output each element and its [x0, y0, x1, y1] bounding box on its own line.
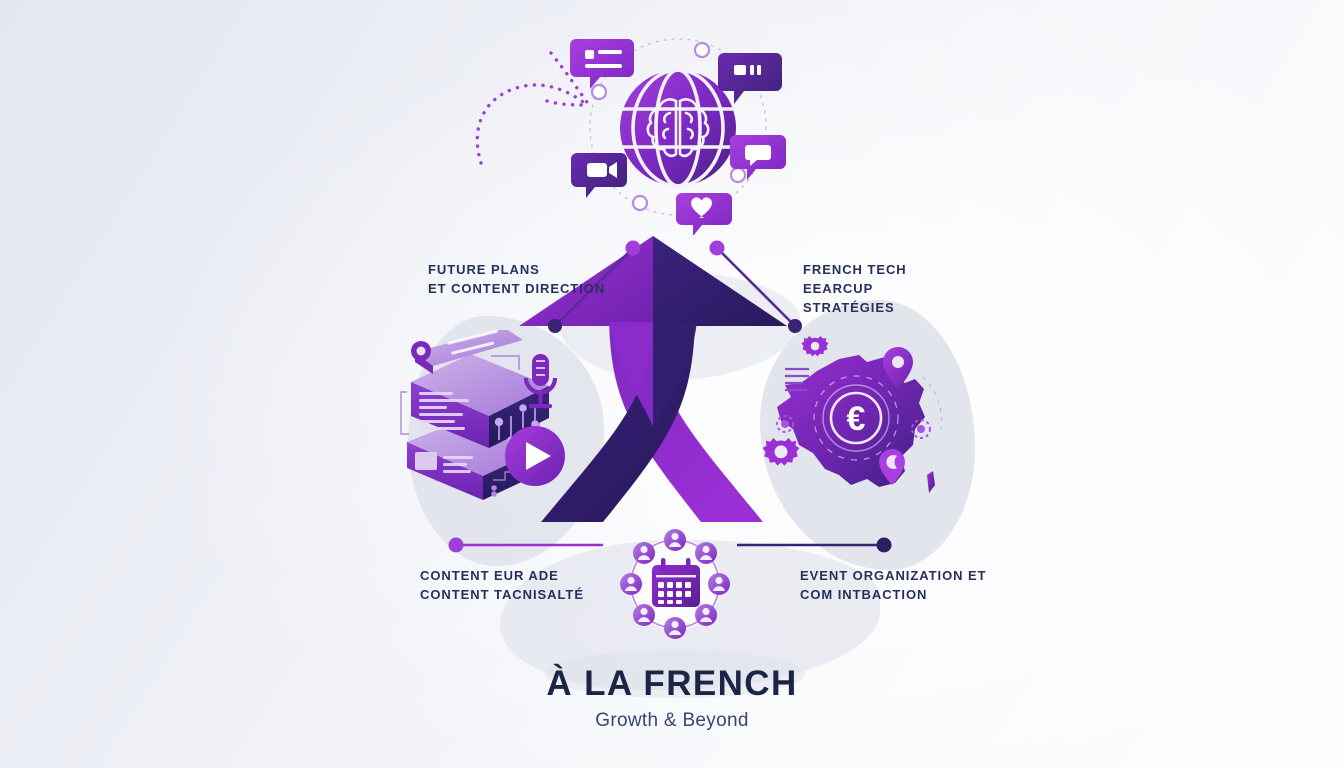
map-pin-icon-secondary	[879, 449, 905, 485]
label-event-organization: EVENT ORGANIZATION ET COM INTBACTION	[800, 568, 987, 602]
content-server-stack-icon	[400, 330, 565, 500]
globe-body	[620, 68, 736, 188]
image-message-bubble-icon	[718, 53, 782, 104]
gear-icon	[762, 335, 829, 466]
arrow-head-right	[653, 236, 787, 326]
play-button-icon	[505, 426, 565, 486]
brain-globe-icon	[570, 38, 786, 235]
euro-symbol-icon	[813, 375, 899, 461]
text-message-bubble-icon	[570, 39, 634, 89]
chat-bubble-icon	[730, 135, 786, 180]
microphone-icon	[523, 354, 558, 409]
calendar-glyph	[652, 558, 700, 607]
video-message-bubble-icon	[571, 153, 627, 198]
content-card-floating	[411, 330, 523, 374]
label-french-tech-strategies: FRENCH TECH EEARCUP STRATÉGIES	[803, 262, 907, 315]
arrow-shaft-right	[653, 322, 697, 426]
label-future-plans: FUTURE PLANS ET CONTENT DIRECTION	[428, 262, 606, 296]
content-block-main	[411, 354, 549, 448]
map-pin-icon	[883, 347, 913, 389]
orbit-node	[590, 41, 747, 212]
france-map-icon: €	[762, 335, 943, 493]
decorative-arc	[922, 376, 943, 430]
page-subtitle: Growth & Beyond	[595, 710, 749, 731]
page-title: À LA FRENCH	[546, 664, 798, 703]
title-block: À LA FRENCH Growth & Beyond	[0, 664, 1344, 732]
gear-icon-outline	[776, 415, 931, 439]
label-content-creation: CONTENT EUR ADE CONTENT TACNISALTÉ	[420, 568, 584, 602]
heart-bubble-icon	[676, 193, 732, 235]
calendar-community-icon	[620, 529, 730, 639]
document-lines-icon	[785, 367, 809, 392]
brain-glyph	[646, 98, 710, 158]
arrow-shaft-left	[609, 322, 653, 426]
community-avatar	[620, 529, 730, 639]
euro-sign-glyph: €	[847, 400, 866, 438]
corsica-silhouette	[927, 471, 935, 493]
dotted-curved-arrow-icon	[475, 51, 591, 165]
